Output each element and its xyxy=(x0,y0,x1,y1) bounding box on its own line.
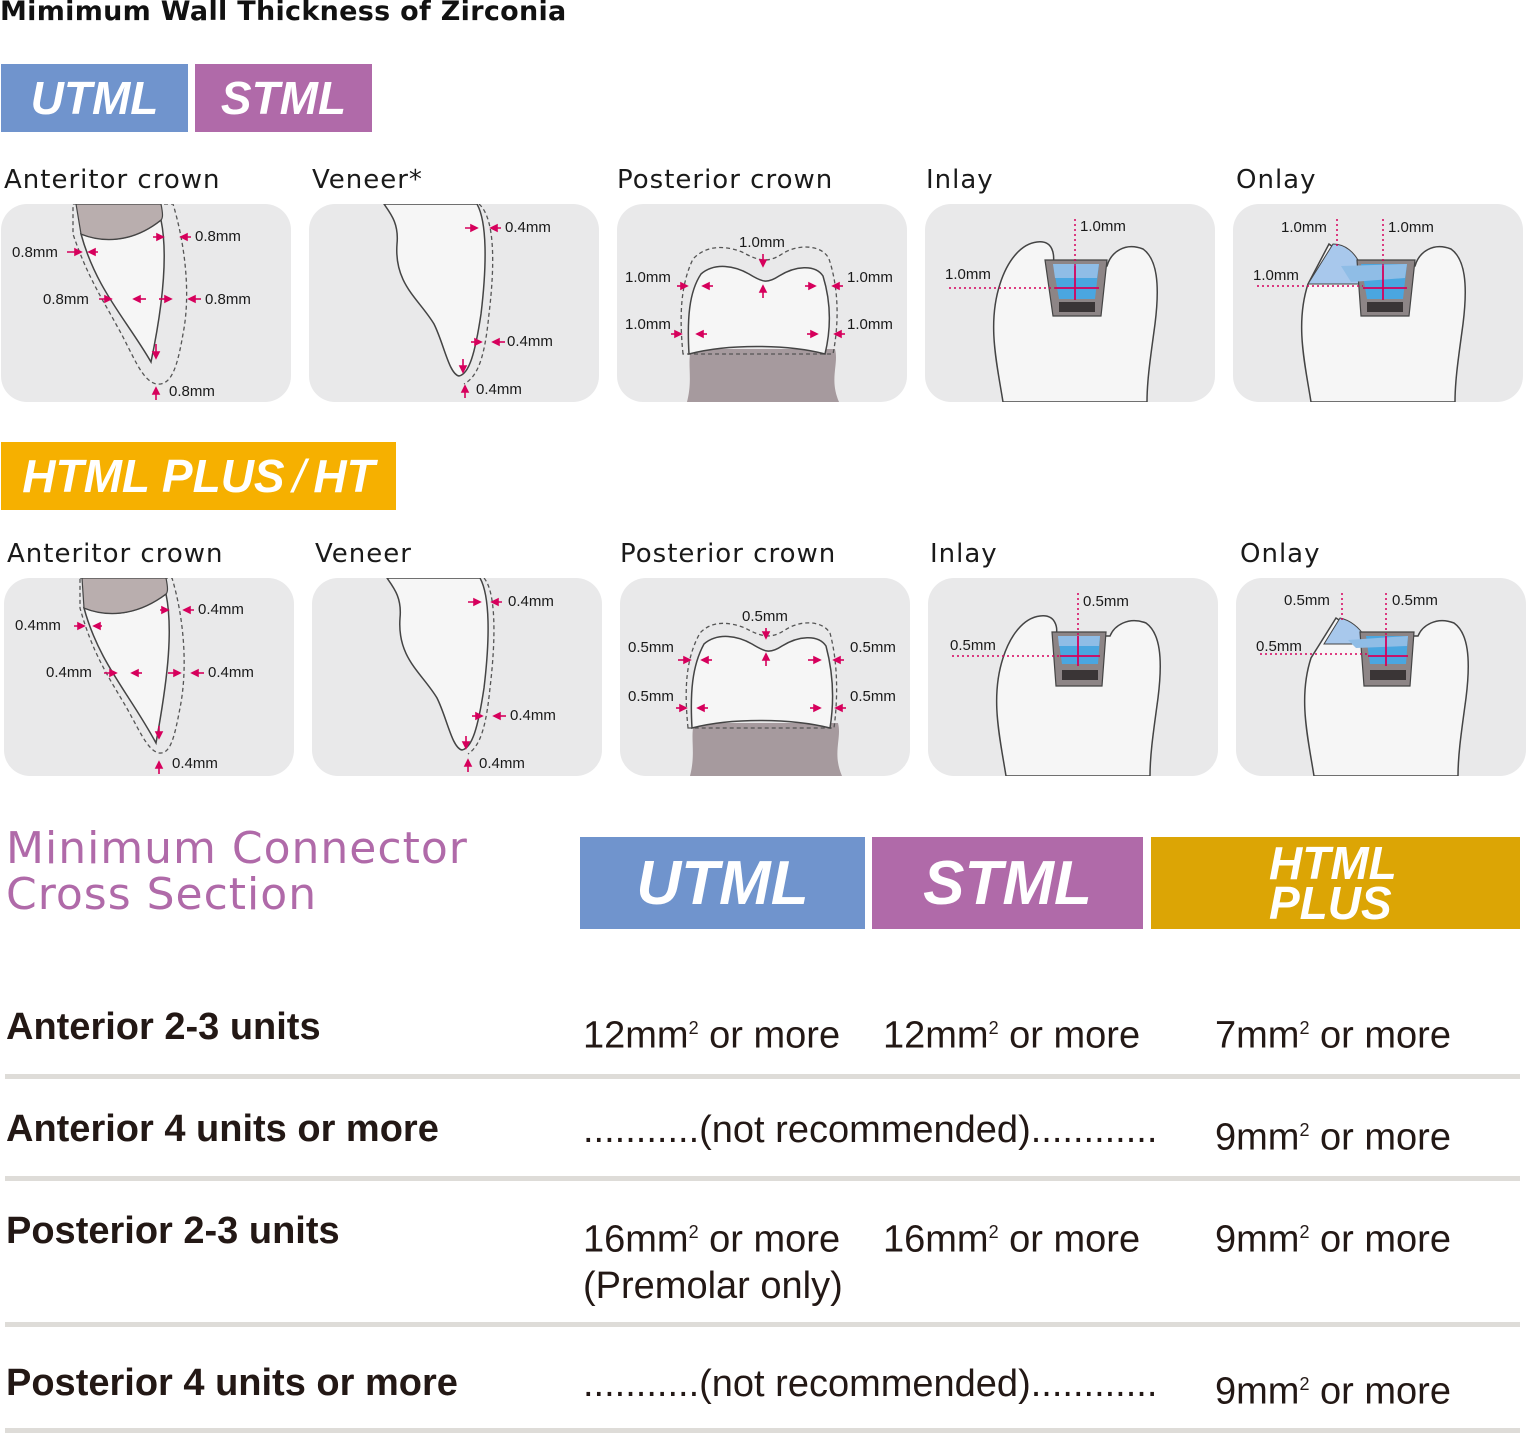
row-label-anterior-4-plus: Anterior 4 units or more xyxy=(6,1108,439,1150)
svg-text:1.0mm: 1.0mm xyxy=(1253,267,1299,284)
svg-text:0.8mm: 0.8mm xyxy=(12,244,58,261)
utml-column-header: UTML xyxy=(580,837,865,929)
row-divider xyxy=(5,1176,1520,1181)
cell-stml-anterior-2-3: 12mm2 or more xyxy=(883,1014,1141,1057)
svg-text:1.0mm: 1.0mm xyxy=(847,269,893,286)
svg-text:1.0mm: 1.0mm xyxy=(625,269,671,286)
svg-text:0.5mm: 0.5mm xyxy=(1083,593,1129,610)
html-plus-ht-badge: HTML PLUS/HT xyxy=(1,442,396,510)
posterior-crown-diagram-2: 0.5mm 0.5mm 0.5mm 0.5mm 0.5mm xyxy=(620,578,910,776)
svg-text:1.0mm: 1.0mm xyxy=(1388,219,1434,236)
svg-text:0.5mm: 0.5mm xyxy=(742,608,788,625)
svg-text:0.4mm: 0.4mm xyxy=(505,219,551,236)
row-label-posterior-2-3: Posterior 2-3 units xyxy=(6,1210,340,1252)
caption-posterior-crown: Posterior crown xyxy=(617,165,834,195)
cell-html-posterior-2-3: 9mm2 or more xyxy=(1215,1218,1451,1261)
row-divider xyxy=(5,1074,1520,1079)
svg-text:0.4mm: 0.4mm xyxy=(46,664,92,681)
page-title: Mimimum Wall Thickness of Zirconia xyxy=(0,0,567,27)
svg-text:1.0mm: 1.0mm xyxy=(1281,219,1327,236)
svg-text:1.0mm: 1.0mm xyxy=(739,234,785,251)
caption-veneer: Veneer* xyxy=(312,165,423,195)
caption-anterior-crown: Anteritor crown xyxy=(4,165,221,195)
cell-not-recommended-anterior: ...........(not recommended)............ xyxy=(583,1109,1158,1151)
caption-inlay-2: Inlay xyxy=(930,539,998,569)
row-label-anterior-2-3: Anterior 2-3 units xyxy=(6,1006,321,1048)
cell-stml-posterior-2-3: 16mm2 or more xyxy=(883,1218,1141,1261)
caption-anterior-crown-2: Anteritor crown xyxy=(7,539,224,569)
svg-text:0.5mm: 0.5mm xyxy=(1284,592,1330,609)
svg-text:0.4mm: 0.4mm xyxy=(510,707,556,724)
svg-text:0.4mm: 0.4mm xyxy=(508,593,554,610)
row-divider xyxy=(5,1428,1520,1433)
svg-text:1.0mm: 1.0mm xyxy=(847,316,893,333)
svg-text:0.8mm: 0.8mm xyxy=(43,291,89,308)
svg-text:0.5mm: 0.5mm xyxy=(950,637,996,654)
svg-text:0.4mm: 0.4mm xyxy=(208,664,254,681)
svg-text:0.4mm: 0.4mm xyxy=(479,755,525,772)
svg-text:0.4mm: 0.4mm xyxy=(507,333,553,350)
anterior-crown-diagram-2: 0.4mm 0.4mm 0.4mm 0.4mm 0.4mm xyxy=(4,578,294,776)
inlay-diagram-2: 0.5mm 0.5mm xyxy=(928,578,1218,776)
svg-text:0.5mm: 0.5mm xyxy=(628,639,674,656)
svg-text:0.5mm: 0.5mm xyxy=(1392,592,1438,609)
caption-onlay: Onlay xyxy=(1236,165,1317,195)
svg-text:0.4mm: 0.4mm xyxy=(15,617,61,634)
row-divider xyxy=(5,1322,1520,1327)
inlay-diagram: 1.0mm 1.0mm xyxy=(925,204,1215,402)
cell-html-posterior-4-plus: 9mm2 or more xyxy=(1215,1370,1451,1413)
svg-text:0.8mm: 0.8mm xyxy=(205,291,251,308)
svg-text:0.5mm: 0.5mm xyxy=(628,688,674,705)
veneer-diagram-2: 0.4mm 0.4mm 0.4mm xyxy=(312,578,602,776)
cell-html-anterior-4-plus: 9mm2 or more xyxy=(1215,1116,1451,1159)
onlay-diagram-2: 0.5mm 0.5mm 0.5mm xyxy=(1236,578,1526,776)
svg-text:0.8mm: 0.8mm xyxy=(169,383,215,400)
svg-text:0.4mm: 0.4mm xyxy=(172,755,218,772)
stml-column-header: STML xyxy=(872,837,1143,929)
svg-text:1.0mm: 1.0mm xyxy=(945,266,991,283)
caption-veneer-2: Veneer xyxy=(315,539,412,569)
caption-inlay: Inlay xyxy=(926,165,994,195)
stml-badge: STML xyxy=(195,64,372,132)
connector-section-title: Minimum Connector Cross Section xyxy=(6,823,468,920)
veneer-diagram: 0.4mm 0.4mm 0.4mm xyxy=(309,204,599,402)
svg-text:1.0mm: 1.0mm xyxy=(625,316,671,333)
svg-text:0.5mm: 0.5mm xyxy=(1256,638,1302,655)
onlay-diagram: 1.0mm 1.0mm 1.0mm xyxy=(1233,204,1523,402)
cell-html-anterior-2-3: 7mm2 or more xyxy=(1215,1014,1451,1057)
svg-text:1.0mm: 1.0mm xyxy=(1080,218,1126,235)
svg-text:0.5mm: 0.5mm xyxy=(850,639,896,656)
anterior-crown-diagram: 0.8mm 0.8mm 0.8mm 0.8mm 0.8mm xyxy=(1,204,291,402)
caption-posterior-crown-2: Posterior crown xyxy=(620,539,837,569)
cell-utml-posterior-2-3: 16mm2 or more (Premolar only) xyxy=(583,1218,843,1307)
cell-utml-anterior-2-3: 12mm2 or more xyxy=(583,1014,841,1057)
utml-badge: UTML xyxy=(1,64,188,132)
svg-text:0.4mm: 0.4mm xyxy=(476,381,522,398)
posterior-crown-diagram: 1.0mm 1.0mm 1.0mm 1.0mm 1.0mm xyxy=(617,204,907,402)
cell-not-recommended-posterior: ...........(not recommended)............ xyxy=(583,1363,1158,1405)
caption-onlay-2: Onlay xyxy=(1240,539,1321,569)
row-label-posterior-4-plus: Posterior 4 units or more xyxy=(6,1362,458,1404)
svg-text:0.4mm: 0.4mm xyxy=(198,601,244,618)
svg-text:0.5mm: 0.5mm xyxy=(850,688,896,705)
svg-text:0.8mm: 0.8mm xyxy=(195,228,241,245)
